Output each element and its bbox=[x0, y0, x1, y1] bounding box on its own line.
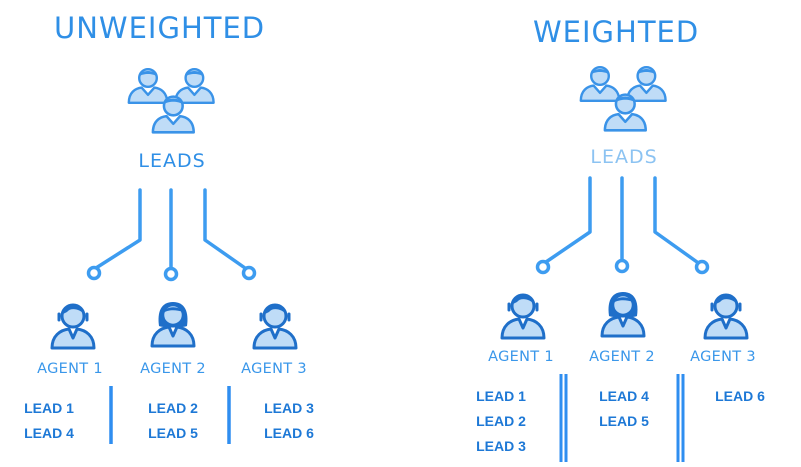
lead-item: LEAD 1 bbox=[476, 388, 526, 404]
connector-line bbox=[94, 188, 142, 270]
connector-line bbox=[544, 176, 592, 264]
lead-item: LEAD 4 bbox=[599, 388, 649, 404]
lead-item: LEAD 5 bbox=[599, 413, 649, 429]
unweighted-title: UNWEIGHTED bbox=[54, 11, 266, 45]
lead-item: LEAD 2 bbox=[148, 400, 198, 416]
agent-1-user-icon bbox=[500, 293, 546, 340]
agent-2-label: AGENT 2 bbox=[589, 349, 655, 365]
lead-item: LEAD 3 bbox=[476, 438, 526, 454]
agent-1-user-icon bbox=[50, 303, 96, 350]
agent-3-user-icon bbox=[703, 293, 749, 340]
agent-3-label: AGENT 3 bbox=[241, 361, 307, 377]
leads-label: LEADS bbox=[138, 150, 206, 172]
lead-item: LEAD 1 bbox=[24, 400, 74, 416]
weighted-title: WEIGHTED bbox=[533, 15, 700, 49]
lead-item: LEAD 5 bbox=[148, 425, 198, 441]
lead-item: LEAD 2 bbox=[476, 413, 526, 429]
connector-node bbox=[694, 259, 710, 275]
connector-node bbox=[163, 266, 179, 282]
agent-3-user-icon bbox=[252, 303, 298, 350]
people-group-icon bbox=[579, 65, 667, 132]
lead-item: LEAD 6 bbox=[715, 388, 765, 404]
people-group-icon bbox=[127, 67, 215, 134]
agent-3-label: AGENT 3 bbox=[690, 349, 756, 365]
agent-1-label: AGENT 1 bbox=[488, 349, 554, 365]
connector-line bbox=[653, 176, 699, 264]
lead-item: LEAD 3 bbox=[264, 400, 314, 416]
connector-node bbox=[535, 259, 551, 275]
connector-line bbox=[203, 188, 247, 270]
lead-item: LEAD 4 bbox=[24, 425, 74, 441]
agent-2-label: AGENT 2 bbox=[140, 361, 206, 377]
connector-node bbox=[241, 265, 257, 281]
leads-label: LEADS bbox=[590, 146, 658, 168]
connector-node bbox=[86, 265, 102, 281]
lead-item: LEAD 6 bbox=[264, 425, 314, 441]
connector-node bbox=[614, 258, 630, 274]
agent-2-user-icon bbox=[600, 290, 646, 338]
agent-2-user-icon bbox=[150, 300, 196, 348]
agent-1-label: AGENT 1 bbox=[37, 361, 103, 377]
